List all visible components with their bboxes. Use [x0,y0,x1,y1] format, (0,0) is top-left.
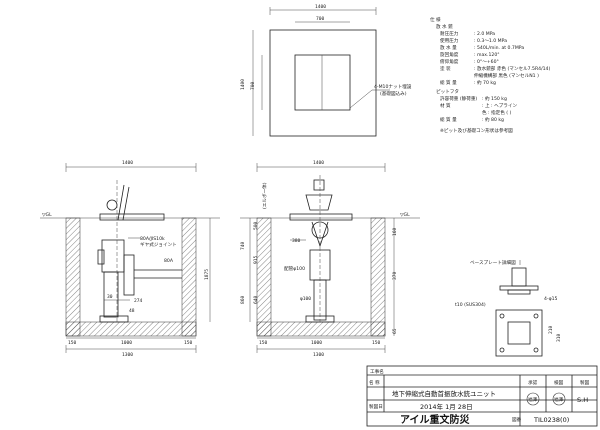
svg-text:伸縮機構部 黒色 (マンセルN1 ): 伸縮機構部 黒色 (マンセルN1 ) [474,72,539,79]
tb-stamp1: 福澤 [528,396,538,403]
svg-text:色 : 指定色 ( ): 色 : 指定色 ( ) [482,109,512,116]
dim-side-915: 915 [253,255,259,264]
side-view: 1400 ▽GL 380 配管φ100 φ100 (エルボ一体) 740 860… [240,160,420,358]
dim-base-15: 4-φ15 [544,296,558,302]
dim-side-500: 500 [253,221,259,230]
dim-side-65: 65 [392,328,398,334]
dim-front-width: 1400 [122,160,133,166]
svg-text:材 質: 材 質 [440,102,451,109]
dim-front-overall: 1300 [122,352,133,358]
svg-text:: 約 80 kg: : 約 80 kg [482,116,504,123]
dim-side-160: 160 [392,227,398,236]
svg-text:塗 装: 塗 装 [440,65,451,72]
tb-number: TIL0238(0) [533,416,569,424]
label-side-pit: (エルボ一体) [261,182,268,209]
svg-text:許容荷重 (静荷重): 許容荷重 (静荷重) [440,95,477,102]
dim-top-width: 1400 [315,4,326,10]
pit-outline [269,29,377,137]
svg-text:旋回角度: 旋回角度 [440,51,459,58]
svg-text:: 0°～+60°: : 0°～+60° [474,59,499,65]
svg-text:: 0.3～1.0 MPa: : 0.3～1.0 MPa [474,38,507,44]
dim-front-base: 1000 [121,340,132,346]
dim-front-1875: 1875 [204,269,210,280]
label-anchor: 4-M10ナット埋設 [374,83,412,90]
svg-text:: 約 70 kg: : 約 70 kg [474,79,496,86]
dim-front-30: 30 [107,294,113,300]
dim-side-370: 370 [392,271,398,280]
tb-approve: 承認 [528,379,538,386]
dim-side-width: 1400 [313,160,324,166]
label-anchor-sub: (基礎図込み) [380,90,407,97]
dim-front-150b: 150 [184,340,193,346]
tb-check: 検図 [554,379,564,386]
label-gl-right: ▽GL [400,212,410,218]
dim-side-380: 380 [292,238,301,244]
dim-side-base: 1000 [311,340,322,346]
tb-number-label: 図番 [512,416,522,423]
svg-text:: 2.0 MPa: : 2.0 MPa [474,31,495,37]
pit-cover [294,54,351,111]
svg-text:使用圧力: 使用圧力 [440,37,459,44]
specs-note: ※ピット及び基礎コン形状は参考図 [440,127,513,134]
dim-side-overall: 1300 [313,352,324,358]
dim-base-210: 210 [548,325,554,334]
svg-text:総 質 量: 総 質 量 [440,116,457,123]
specs-block: 仕 様 放 水 銃 耐圧圧力 : 2.0 MPa 使用圧力 : 0.3～1.0 … [430,16,550,134]
label-base-t10: t10 (SUS304) [455,302,486,308]
title-block: 工事名 名 称 地下伸縮式自動首振放水銃ユニット 製図日 2014年 1月 28… [366,365,598,427]
dim-front-48: 48 [129,308,135,314]
dim-top-height: 1400 [240,79,246,90]
tb-date: 2014年 1月 28日 [420,402,473,411]
specs-title: 仕 様 [430,16,441,23]
specs-group2: ピットフタ [436,88,459,95]
svg-text:: 上 : ヘプライン: : 上 : ヘプライン [482,102,517,109]
dim-front-150a: 150 [68,340,77,346]
tb-name: 地下伸縮式自動首振放水銃ユニット [392,389,496,398]
dim-side-150a: 150 [259,340,268,346]
base-plate [495,309,543,357]
tb-project-label: 工事名 [370,368,384,375]
dim-top-inner: 700 [316,16,325,22]
tb-draw: 製図 [580,379,590,386]
svg-text:放 水 量: 放 水 量 [440,44,457,51]
dim-side-100: φ100 [300,296,311,302]
dim-base-310: 310 [556,333,562,342]
svg-text:総 質 量: 総 質 量 [440,79,457,86]
dim-front-80a: 80A [164,258,174,264]
dim-side-740: 740 [240,241,246,250]
dim-side-640: 640 [253,295,259,304]
front-view: 1400 ▽GL 80A/JIS10k ギヤ式ジョイント 80A 274 48 … [40,160,220,358]
base-plate-detail: ベースプレート詳細図 t10 (SUS304) 4-φ15 210 310 [455,259,562,357]
label-nozzle-front: 80A/JIS10k [140,236,165,242]
svg-text:: 約 150 kg: : 約 150 kg [482,95,507,102]
label-nozzle-front2: ギヤ式ジョイント [140,241,177,248]
specs-group1: 放 水 銃 [436,23,453,30]
dim-front-274: 274 [134,298,143,304]
tb-drawer: S.H [577,396,588,404]
label-base-plate: ベースプレート詳細図 [470,259,516,266]
svg-text:: max.120°: : max.120° [474,52,500,58]
tb-company: アイル重文防災 [400,413,470,426]
dim-side-860: 860 [240,295,246,304]
tb-date-label: 製図日 [369,403,383,410]
svg-text:耐圧圧力: 耐圧圧力 [440,30,459,37]
dim-top-inner-h: 700 [250,81,256,90]
label-gl-left: ▽GL [42,212,52,218]
svg-text:: 540L/min. at 0.7MPa: : 540L/min. at 0.7MPa [474,45,524,51]
dim-side-150b: 150 [372,340,381,346]
top-view: 1400 700 1400 700 4-M10ナット埋設 (基礎図込み) [240,4,412,137]
tb-stamp2: 福澤 [554,396,564,403]
label-side-pipe: 配管φ100 [284,265,305,272]
svg-text:俯仰角度: 俯仰角度 [440,58,459,65]
tb-name-label: 名 称 [369,379,380,386]
svg-text:: 放水銃部 赤色 (マンセル7.5R4/14): : 放水銃部 赤色 (マンセル7.5R4/14) [474,65,550,72]
